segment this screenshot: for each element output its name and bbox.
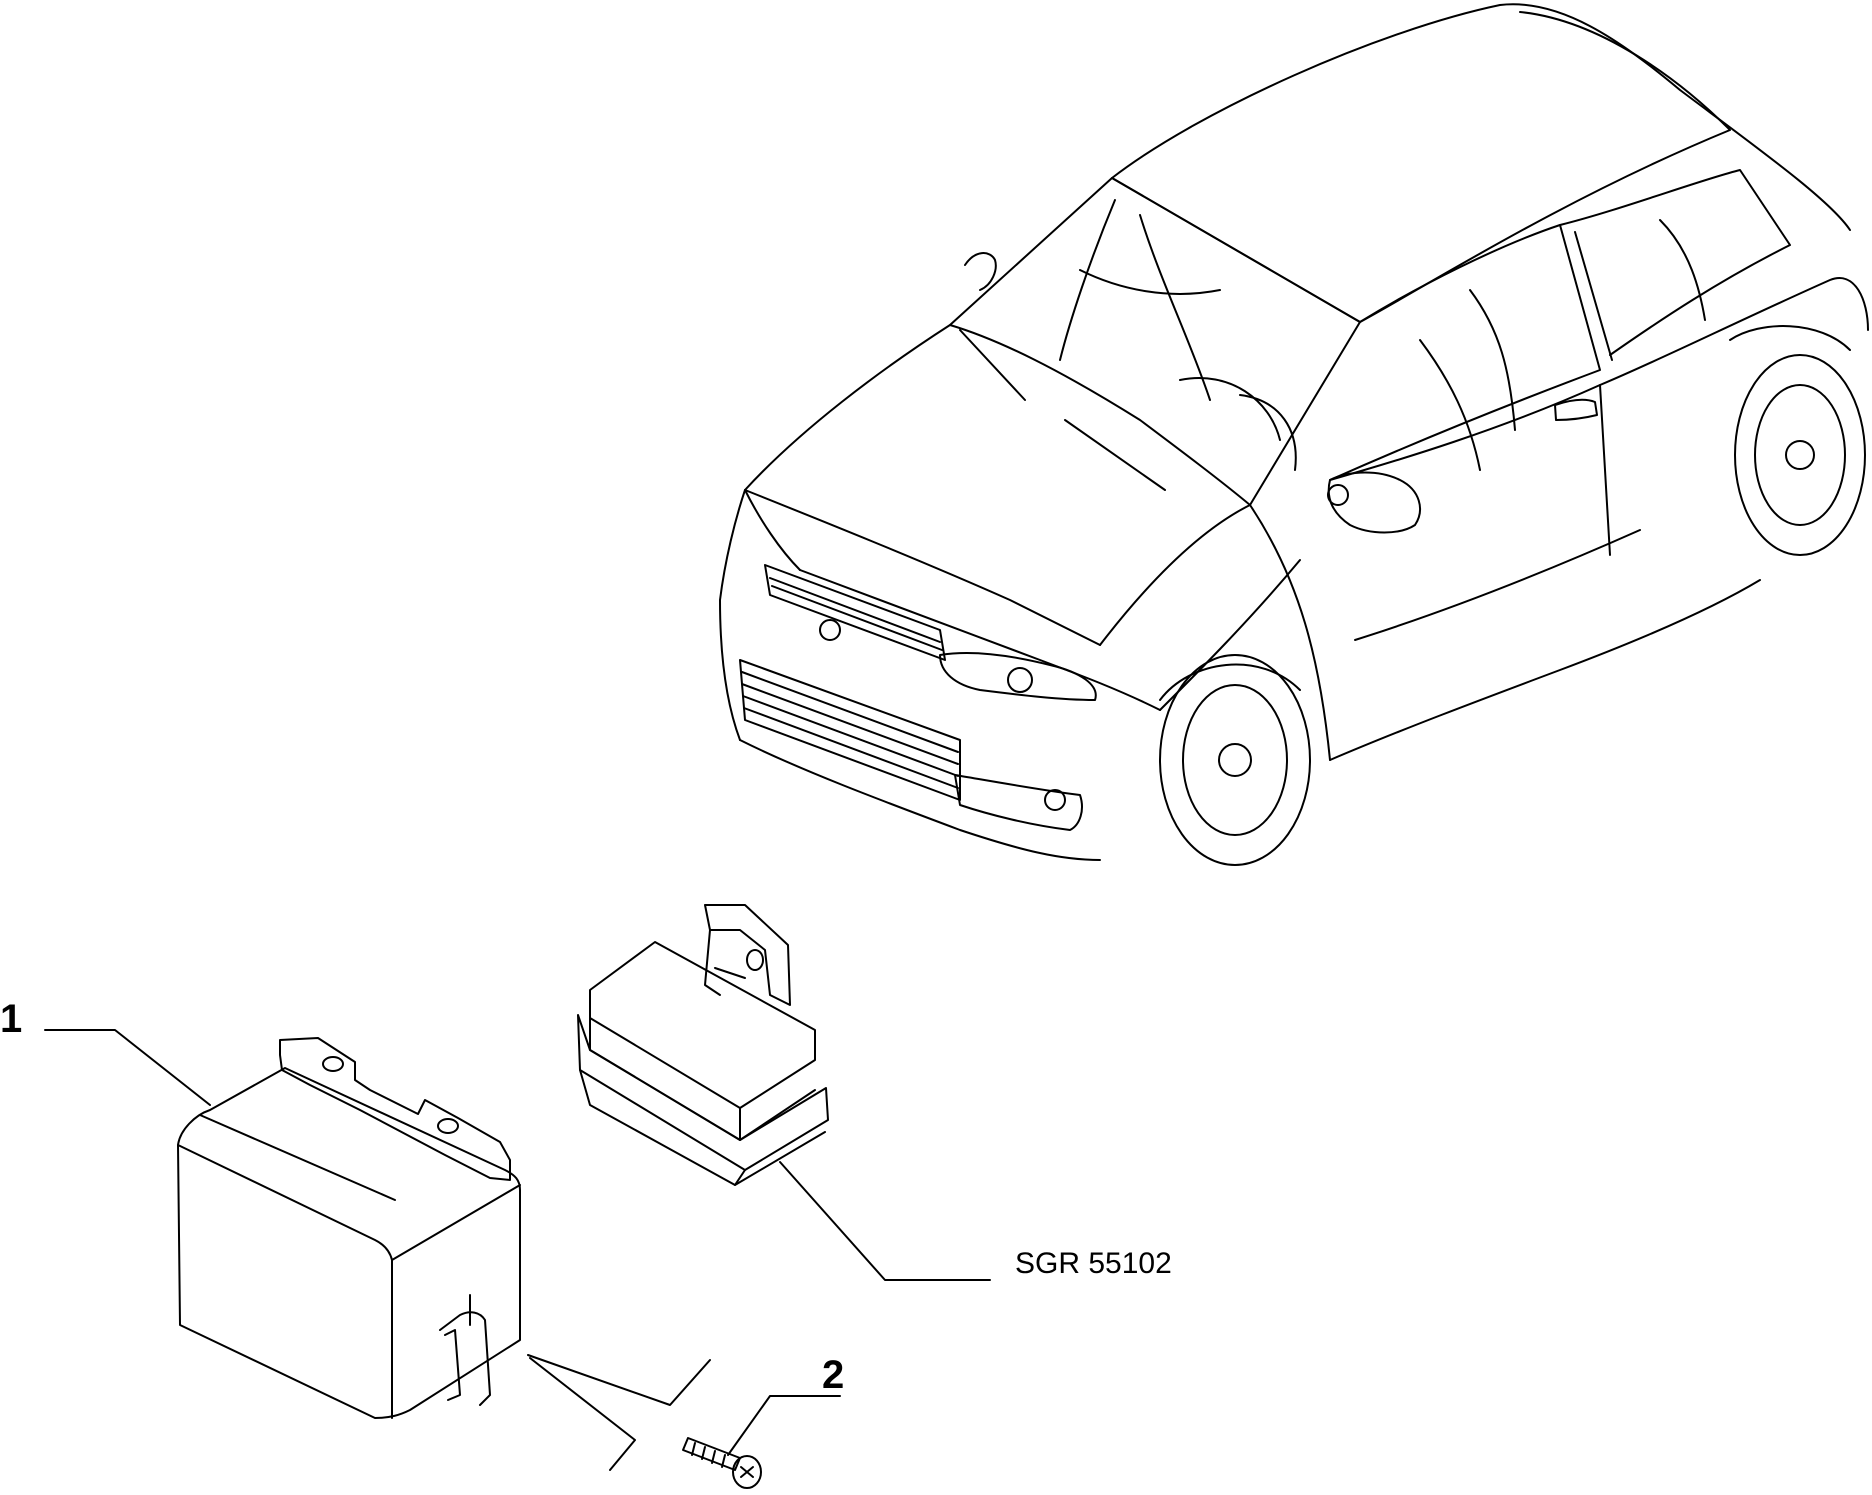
- car-illustration: [719, 3, 1869, 866]
- callout-number-2: 2: [822, 1353, 844, 1397]
- relay-module: [577, 904, 829, 1186]
- reference-code: SGR 55102: [1015, 1247, 1172, 1280]
- control-unit-cover: [177, 1037, 521, 1419]
- leader-line-ref: [779, 1161, 991, 1281]
- callout-number-1: 1: [0, 997, 22, 1041]
- mounting-lines: [527, 1354, 711, 1471]
- leader-line-1: [44, 1029, 211, 1106]
- screw: [682, 1437, 762, 1489]
- leader-line-2: [727, 1395, 841, 1456]
